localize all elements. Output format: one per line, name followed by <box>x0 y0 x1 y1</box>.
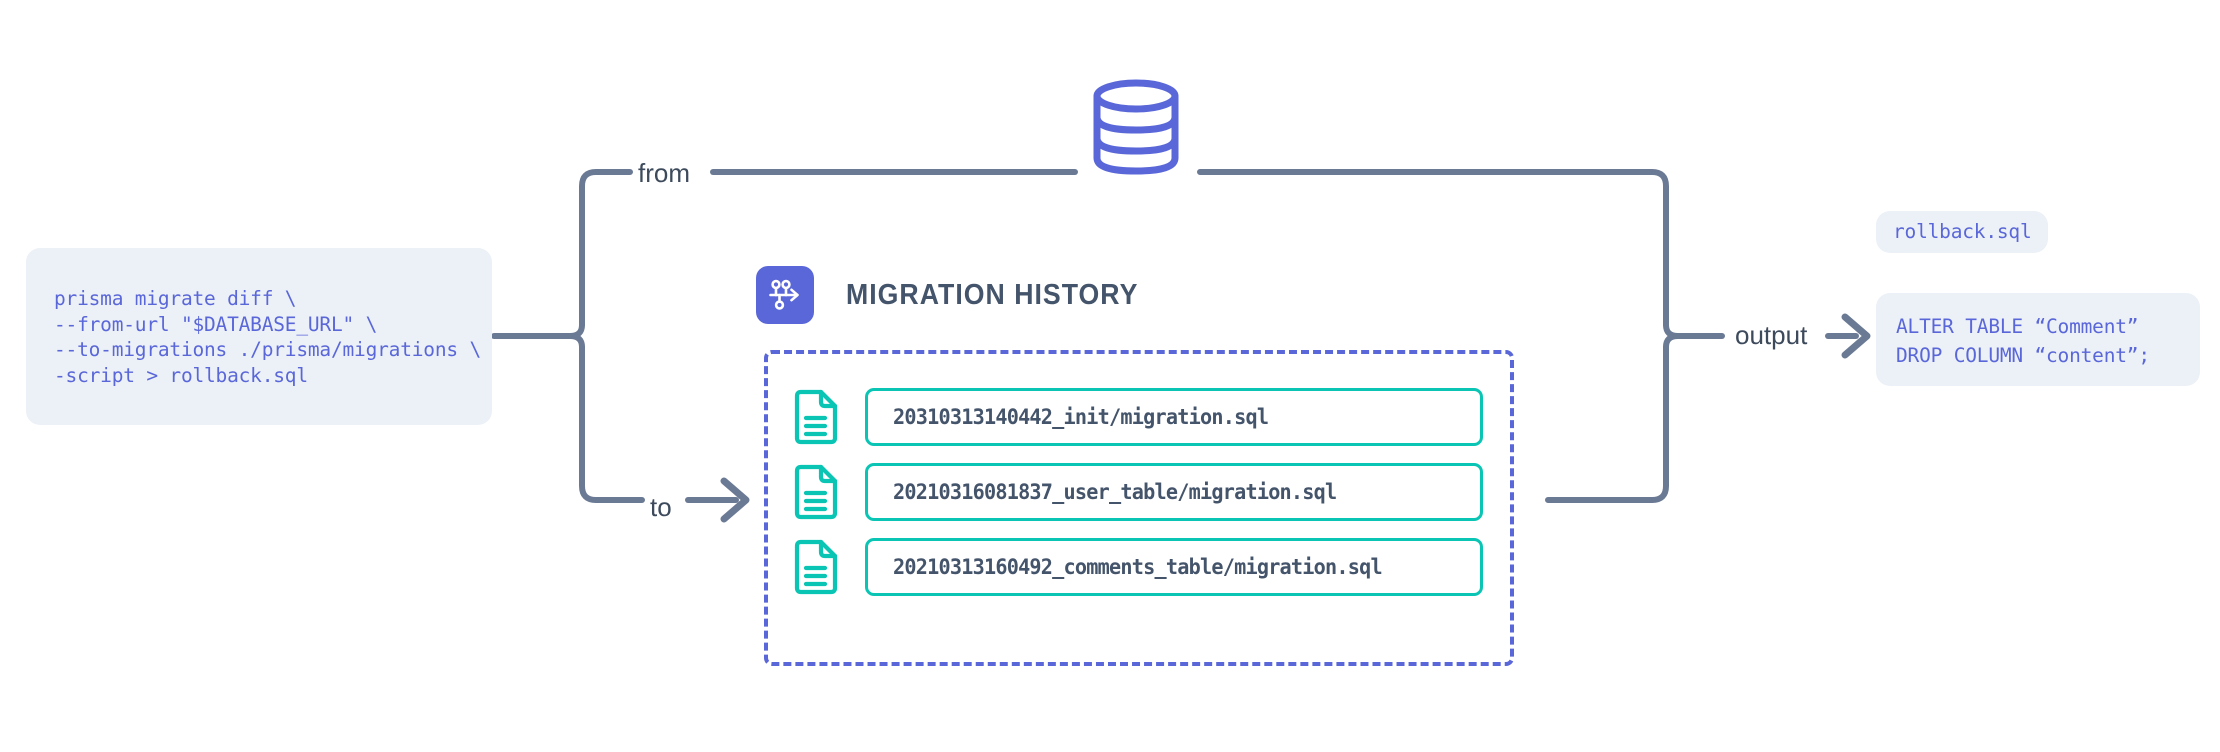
migration-history-container: 20310313140442_init/migration.sql 202103… <box>764 350 1514 666</box>
migration-file-row[interactable]: 20310313140442_init/migration.sql <box>794 388 1483 446</box>
rollback-sql-card: ALTER TABLE “Comment” DROP COLUMN “conte… <box>1876 293 2200 386</box>
sql-line: ALTER TABLE “Comment” <box>1896 315 2139 338</box>
wire-mh-to-right <box>1545 344 1669 503</box>
migration-file-name: 20210313160492_comments_table/migration.… <box>893 555 1383 579</box>
command-line: prisma migrate diff \ <box>54 287 297 310</box>
command-line: --to-migrations ./prisma/migrations \ <box>54 338 481 361</box>
prisma-command-card: prisma migrate diff \ --from-url "$DATAB… <box>26 248 492 425</box>
database-cylinder-icon <box>1093 79 1179 175</box>
wire-right-brace-notch <box>1663 322 1681 339</box>
migration-branch-icon <box>756 266 814 324</box>
migration-file-row[interactable]: 20210316081837_user_table/migration.sql <box>794 463 1483 521</box>
migration-file-row[interactable]: 20210313160492_comments_table/migration.… <box>794 538 1483 596</box>
output-arrowhead-icon <box>1841 313 1871 359</box>
migration-file-pill[interactable]: 20210316081837_user_table/migration.sql <box>865 463 1483 521</box>
wire-left-brace-notch2 <box>567 333 585 350</box>
wire-label-from: from <box>638 158 690 188</box>
wire-label-output: output <box>1735 320 1808 350</box>
file-document-icon <box>794 539 838 595</box>
migration-file-pill[interactable]: 20210313160492_comments_table/migration.… <box>865 538 1483 596</box>
command-line: -script > rollback.sql <box>54 363 308 387</box>
wire-brace-from <box>579 169 633 328</box>
file-document-icon <box>794 389 838 445</box>
rollback-filename: rollback.sql <box>1893 220 2032 243</box>
migration-file-list: 20310313140442_init/migration.sql 202103… <box>794 388 1483 596</box>
to-arrowhead-icon <box>720 477 750 523</box>
file-document-icon <box>794 464 838 520</box>
wire-db-to-right <box>1197 169 1669 328</box>
wire-right-brace-notch2 <box>1663 333 1681 350</box>
migration-file-name: 20310313140442_init/migration.sql <box>893 405 1269 429</box>
migration-file-pill[interactable]: 20310313140442_init/migration.sql <box>865 388 1483 446</box>
migration-file-name: 20210316081837_user_table/migration.sql <box>893 480 1337 504</box>
migration-history-header: MIGRATION HISTORY <box>756 266 1164 324</box>
rollback-filename-chip: rollback.sql <box>1876 211 2049 253</box>
wire-brace-to <box>579 344 645 503</box>
sql-line: DROP COLUMN “content”; <box>1896 344 2150 367</box>
command-line: --from-url "$DATABASE_URL" \ <box>54 312 378 336</box>
wire-left-brace-notch <box>567 322 585 339</box>
wire-label-to: to <box>650 492 672 522</box>
migration-history-title: MIGRATION HISTORY <box>846 278 1139 311</box>
